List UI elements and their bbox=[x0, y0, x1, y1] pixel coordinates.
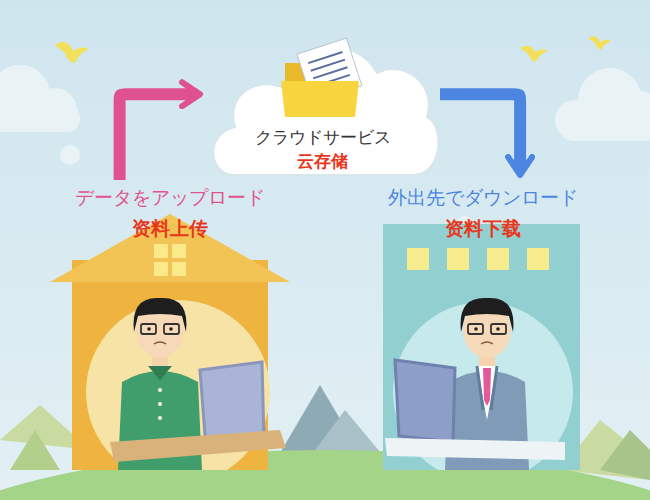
button bbox=[158, 416, 162, 420]
mouth bbox=[481, 342, 493, 344]
download-arrow bbox=[440, 94, 520, 172]
eye bbox=[169, 327, 173, 331]
illustration bbox=[383, 224, 580, 470]
building-window bbox=[407, 248, 429, 270]
clouds bbox=[560, 115, 650, 141]
desk bbox=[385, 438, 565, 460]
glasses bbox=[491, 324, 506, 334]
glasses bbox=[468, 324, 483, 334]
monitor bbox=[395, 360, 455, 442]
node-label: 云存储 bbox=[205, 151, 440, 171]
building-window bbox=[447, 248, 469, 270]
house-window bbox=[154, 244, 168, 258]
mouth bbox=[154, 342, 166, 344]
eye bbox=[474, 327, 478, 331]
tie bbox=[483, 368, 491, 406]
node-heading: データをアップロード bbox=[50, 186, 290, 209]
building-window bbox=[487, 248, 509, 270]
birds bbox=[588, 36, 611, 50]
mountains bbox=[600, 430, 650, 480]
node-label: 资料上传 bbox=[50, 217, 290, 240]
birds bbox=[520, 46, 548, 62]
node-label: 资料下载 bbox=[365, 217, 600, 240]
clouds bbox=[0, 105, 80, 132]
eye bbox=[496, 327, 500, 331]
lapel bbox=[477, 366, 497, 410]
mountains bbox=[10, 430, 60, 470]
building-window bbox=[527, 248, 549, 270]
eye bbox=[147, 327, 151, 331]
cloud-service: クラウドサービス云存储 bbox=[205, 15, 440, 180]
home-pc: データをアップロード资料上传 bbox=[50, 180, 290, 470]
house-window bbox=[172, 262, 186, 276]
shirt bbox=[477, 366, 497, 420]
building-window bbox=[407, 248, 549, 270]
birds bbox=[55, 42, 89, 63]
upload-arrow bbox=[120, 94, 197, 180]
house-roof bbox=[50, 214, 290, 282]
illustration bbox=[50, 214, 290, 470]
glasses bbox=[164, 324, 179, 334]
house-window bbox=[154, 262, 168, 276]
glasses bbox=[141, 324, 156, 334]
house-window bbox=[172, 244, 186, 258]
collar bbox=[148, 366, 172, 380]
folder-front bbox=[281, 81, 359, 117]
desk bbox=[110, 430, 286, 462]
node-heading: クラウドサービス bbox=[205, 127, 440, 147]
house-window bbox=[154, 244, 186, 276]
office-pc: 外出先でダウンロード资料下载 bbox=[365, 180, 600, 470]
button bbox=[158, 388, 162, 392]
node-heading: 外出先でダウンロード bbox=[365, 186, 600, 209]
clouds bbox=[60, 145, 80, 165]
button bbox=[158, 402, 162, 406]
